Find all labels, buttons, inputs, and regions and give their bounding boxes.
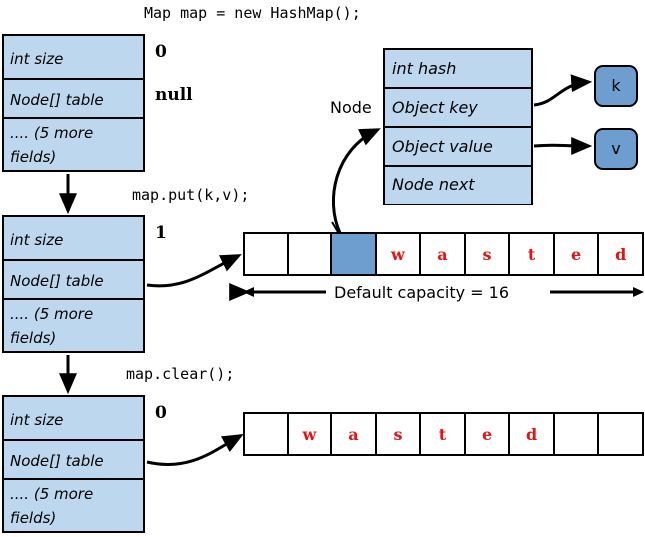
node-row-next: Node next: [385, 167, 531, 204]
array-cell: e: [465, 414, 511, 454]
array-cell: a: [332, 414, 377, 454]
struct-row-more-fields: .... (5 more fields): [4, 300, 143, 351]
struct-row-more-fields: .... (5 more fields): [4, 119, 143, 170]
node-row-hash: int hash: [385, 50, 531, 89]
caption-put: map.put(k,v);: [132, 186, 250, 204]
value-size-after-put: 1: [155, 223, 167, 243]
array-cell: t: [421, 414, 466, 454]
caption-clear: map.clear();: [126, 365, 235, 383]
table-array-after-clear: w a s t e d: [243, 412, 644, 456]
array-cell: d: [510, 414, 555, 454]
struct-row-table: Node[] table: [4, 80, 143, 119]
pointer-value-to-v: [533, 136, 593, 155]
bucket-stub-line: [331, 221, 339, 233]
array-cell-occupied: [332, 234, 377, 274]
array-cell: [288, 234, 333, 274]
node-row-value: Object value: [385, 128, 531, 167]
caption-constructor: Map map = new HashMap();: [144, 4, 361, 22]
array-cell: s: [376, 414, 422, 454]
pointer-bucket-to-node: [332, 128, 381, 234]
value-size-after-clear: 0: [155, 403, 167, 423]
struct-row-more-line1: .... (5 more: [10, 305, 94, 323]
node-struct: int hash Object key Object value Node ne…: [383, 48, 533, 205]
struct-row-more-line1: .... (5 more: [10, 485, 94, 503]
capacity-label: Default capacity = 16: [330, 283, 514, 302]
pointer-key-to-k: [533, 74, 593, 107]
struct-row-more-line2: fields): [10, 148, 57, 166]
array-cell: [599, 414, 642, 454]
map-struct-initial: int size Node[] table .... (5 more field…: [2, 34, 145, 172]
key-object-pill: k: [594, 65, 638, 107]
value-size-initial: 0: [155, 42, 167, 62]
struct-row-more-line2: fields): [10, 329, 57, 347]
struct-row-size: int size: [4, 397, 143, 441]
struct-row-more-line1: .... (5 more: [10, 124, 94, 142]
table-array-after-put: w a s t e d: [243, 232, 644, 276]
pointer-table-to-array-after-clear: [146, 433, 244, 467]
struct-row-more-fields: .... (5 more fields): [4, 480, 143, 531]
array-cell: w: [288, 414, 333, 454]
map-struct-after-clear: int size Node[] table .... (5 more field…: [2, 395, 145, 533]
pointer-table-to-array-after-put: [146, 254, 242, 288]
struct-row-table: Node[] table: [4, 261, 143, 300]
array-cell: d: [599, 234, 642, 274]
array-cell: [245, 414, 289, 454]
array-cell: t: [510, 234, 555, 274]
array-cell: e: [554, 234, 600, 274]
struct-row-size: int size: [4, 217, 143, 261]
struct-row-table: Node[] table: [4, 441, 143, 480]
array-cell: w: [376, 234, 422, 274]
array-cell: a: [421, 234, 466, 274]
map-struct-after-put: int size Node[] table .... (5 more field…: [2, 215, 145, 353]
struct-row-size: int size: [4, 36, 143, 80]
struct-row-more-line2: fields): [10, 509, 57, 527]
array-cell: [245, 234, 289, 274]
node-row-key: Object key: [385, 89, 531, 128]
array-cell: [554, 414, 600, 454]
array-cell: s: [465, 234, 511, 274]
node-label: Node: [330, 98, 372, 117]
value-object-pill: v: [594, 128, 638, 170]
value-table-initial: null: [155, 85, 193, 105]
